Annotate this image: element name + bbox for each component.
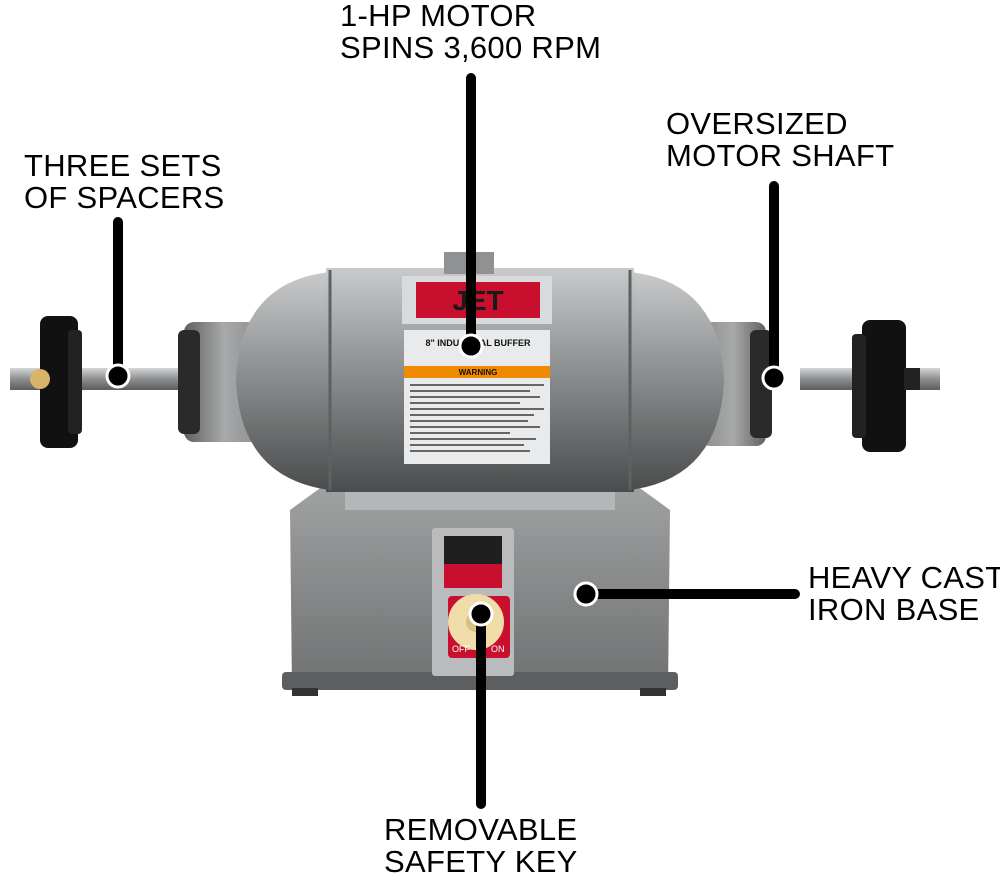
spacer-set-left: [30, 316, 82, 448]
key-callout-line2: SAFETY KEY: [384, 844, 578, 879]
warning-label-text: WARNING: [459, 368, 498, 377]
spacers-callout-label: THREE SETS OF SPACERS: [24, 150, 225, 214]
switch-off-text: OFF: [452, 644, 470, 654]
callout-anchor-dots: [105, 333, 787, 627]
motor-callout-line1: 1-HP MOTOR: [340, 0, 537, 33]
motor-callout-label: 1-HP MOTOR SPINS 3,600 RPM: [340, 0, 601, 64]
motor-callout-line2: SPINS 3,600 RPM: [340, 30, 602, 65]
shaft-callout-label: OVERSIZED MOTOR SHAFT: [666, 108, 894, 172]
spacers-callout-line1: THREE SETS: [24, 148, 222, 183]
base-callout-label: HEAVY CAST IRON BASE: [808, 562, 1000, 626]
callout-leaders: [113, 73, 800, 809]
shaft-callout-line1: OVERSIZED: [666, 106, 848, 141]
base-callout-line1: HEAVY CAST: [808, 560, 1000, 595]
spacers-callout-line2: OF SPACERS: [24, 180, 225, 215]
brand-logo-text: JET: [452, 285, 503, 316]
base-callout-line2: IRON BASE: [808, 592, 980, 627]
key-callout-line1: REMOVABLE: [384, 812, 578, 847]
nameplate: JET 8" INDUSTRIAL BUFFER WARNING: [402, 276, 552, 464]
key-callout-label: REMOVABLE SAFETY KEY: [384, 814, 578, 878]
power-switch[interactable]: OFF ON: [432, 528, 514, 676]
shaft-callout-line2: MOTOR SHAFT: [666, 138, 895, 173]
spacer-set-right: [852, 320, 920, 452]
switch-on-text: ON: [491, 644, 505, 654]
